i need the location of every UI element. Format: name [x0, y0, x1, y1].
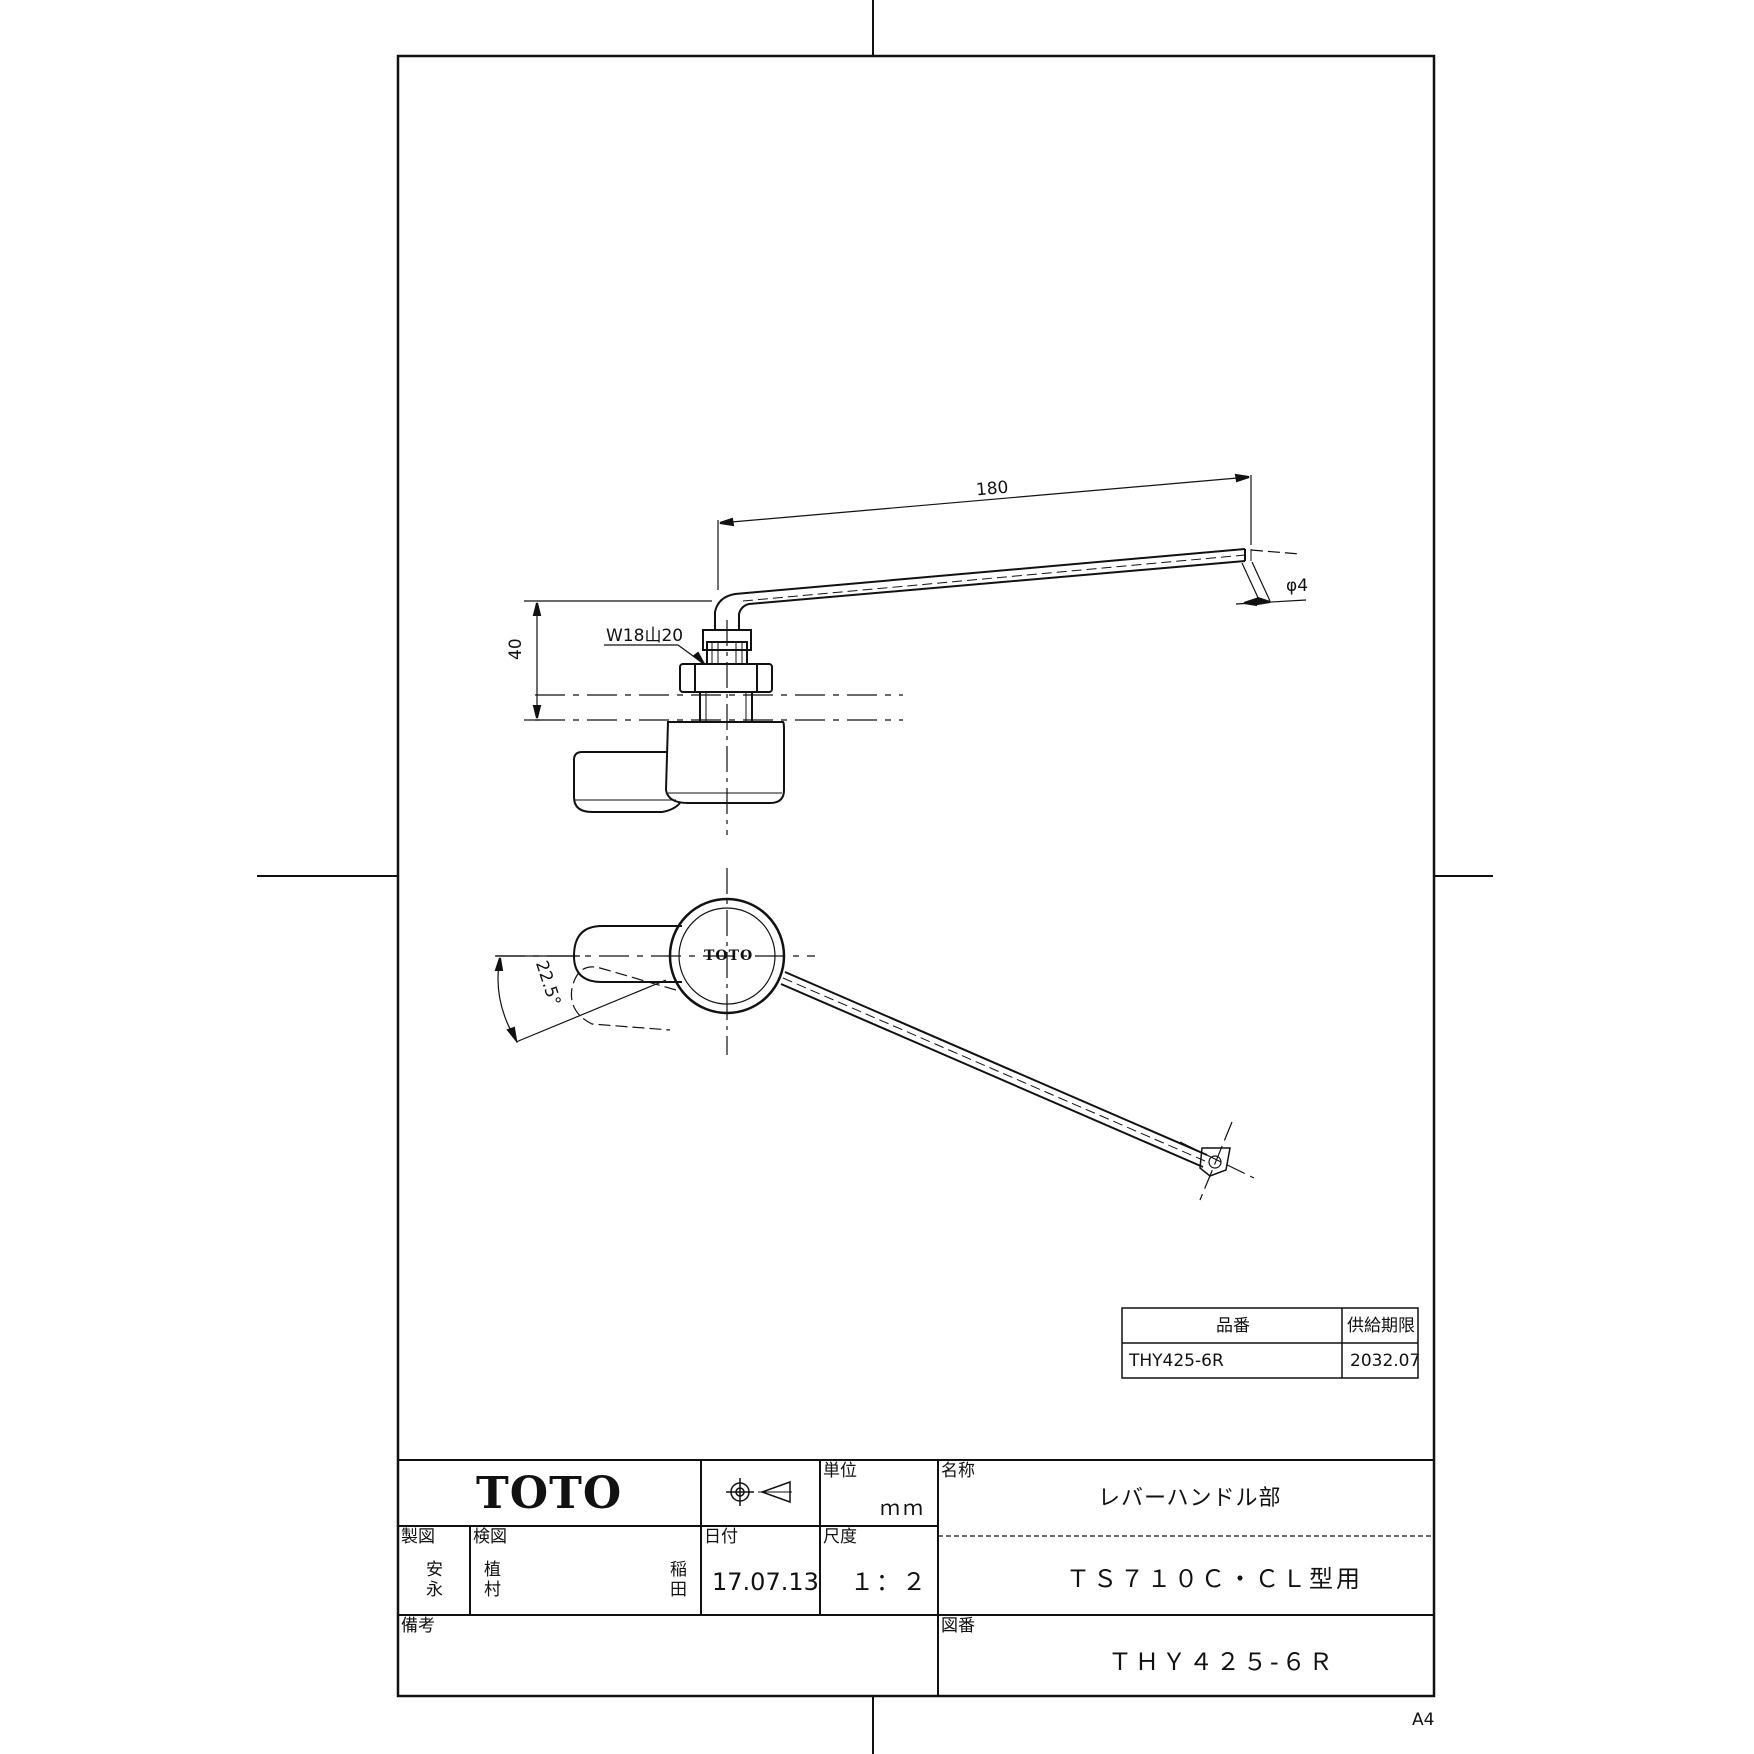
date-value: 17.07.13 [712, 1568, 819, 1596]
dimension-diameter: φ4 [1286, 576, 1309, 596]
checked-by-1a: 植 [484, 1560, 501, 1580]
handle-logo: TOTO [704, 948, 754, 964]
title-block-grid [398, 1459, 1434, 1696]
drawing-no-label: 図番 [941, 1616, 975, 1636]
unit-label: 単位 [823, 1461, 857, 1481]
parts-cell-part-no: THY425-6R [1129, 1351, 1224, 1371]
dimension-thread: W18山20 [606, 626, 684, 646]
parts-table-grid [1121, 1307, 1419, 1379]
drawn-by-1: 安 [426, 1560, 443, 1580]
checked-by-2b: 田 [670, 1580, 687, 1600]
name-value: レバーハンドル部 [1098, 1486, 1282, 1511]
scale-value: １：２ [850, 1568, 928, 1596]
dimension-length: 180 [975, 477, 1010, 501]
drawn-label: 製図 [401, 1527, 435, 1547]
front-view [524, 473, 1307, 835]
scale-label: 尺度 [823, 1527, 857, 1547]
top-view [494, 868, 1255, 1201]
company-logo: TOTO [476, 1468, 623, 1519]
unit-value: ｍｍ [880, 1496, 926, 1520]
drawing-no-value: ＴＨＹ４２５-６Ｒ [1108, 1648, 1336, 1676]
date-label: 日付 [704, 1527, 738, 1547]
name-label: 名称 [941, 1461, 975, 1481]
dimension-height: 40 [506, 638, 526, 660]
checked-by-2a: 稲 [670, 1560, 687, 1580]
checked-label: 検図 [473, 1527, 507, 1547]
sheet-border [396, 54, 1436, 1698]
projection-symbol-icon [726, 1478, 792, 1506]
model-value: ＴＳ７１０Ｃ・ＣＬ型用 [1066, 1565, 1363, 1593]
sheet-size: A4 [1412, 1710, 1435, 1730]
parts-header-supply-limit: 供給期限 [1347, 1316, 1415, 1336]
parts-cell-supply-limit: 2032.07 [1350, 1351, 1421, 1371]
remarks-label: 備考 [401, 1616, 435, 1636]
parts-header-part-no: 品番 [1216, 1316, 1250, 1336]
checked-by-1b: 村 [484, 1580, 501, 1600]
drawn-by-2: 永 [426, 1580, 443, 1600]
